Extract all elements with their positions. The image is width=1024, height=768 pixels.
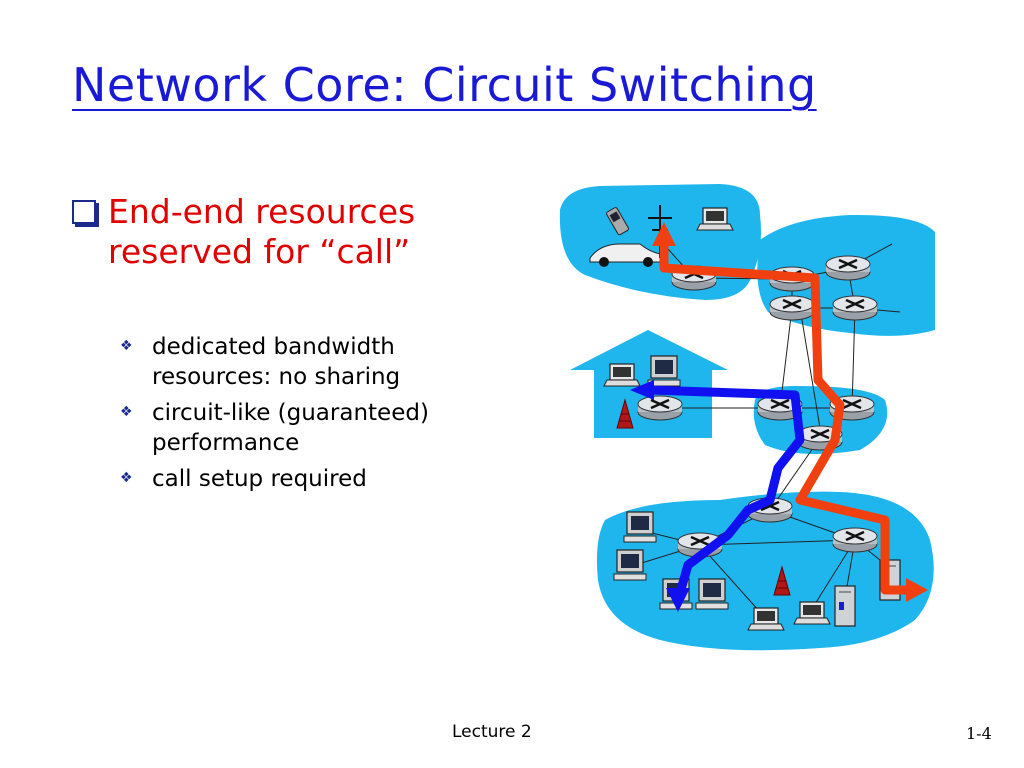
sub-bullet: ❖ call setup required [120, 464, 500, 494]
router-icon [831, 526, 879, 554]
diamond-bullet-icon: ❖ [120, 404, 133, 420]
blue-arrowhead-down [666, 588, 690, 612]
sub-bullet-list: ❖ dedicated bandwidth resources: no shar… [120, 332, 500, 500]
diamond-bullet-icon: ❖ [120, 338, 133, 354]
footer-lecture: Lecture 2 [452, 722, 532, 742]
router-icon [768, 294, 816, 322]
main-bullet: End-end resources reserved for “call” [72, 192, 492, 272]
red-arrowhead-right [906, 578, 928, 602]
red-circuit-path [659, 231, 917, 595]
blue-circuit-path [645, 385, 805, 605]
laptop-icon [696, 207, 734, 231]
server-icon [834, 585, 856, 627]
slide-number: 1-4 [966, 724, 992, 743]
sub-bullet: ❖ dedicated bandwidth resources: no shar… [120, 332, 500, 392]
desktop-pc-icon [623, 511, 657, 543]
network-diagram [559, 184, 935, 651]
cell-phone-icon [606, 207, 629, 236]
desktop-pc-icon [695, 578, 729, 610]
laptop-icon [793, 601, 831, 625]
laptop-icon [603, 363, 641, 387]
red-arrowhead-up [652, 222, 676, 246]
blue-arrowhead-left [630, 380, 654, 400]
sub-bullet-text: circuit-like (guaranteed) performance [152, 400, 429, 456]
main-bullet-text: End-end resources reserved for “call” [108, 192, 416, 271]
laptop-icon [747, 607, 785, 631]
sub-bullet-text: dedicated bandwidth resources: no sharin… [152, 334, 401, 390]
checkbox-bullet-icon [72, 200, 96, 224]
router-icon [831, 294, 879, 322]
sub-bullet: ❖ circuit-like (guaranteed) performance [120, 398, 500, 458]
diamond-bullet-icon: ❖ [120, 470, 133, 486]
desktop-pc-icon [613, 549, 647, 581]
sub-bullet-text: call setup required [152, 466, 367, 492]
router-icon [636, 394, 684, 422]
slide-title: Network Core: Circuit Switching [72, 58, 817, 112]
router-icon [824, 254, 872, 282]
